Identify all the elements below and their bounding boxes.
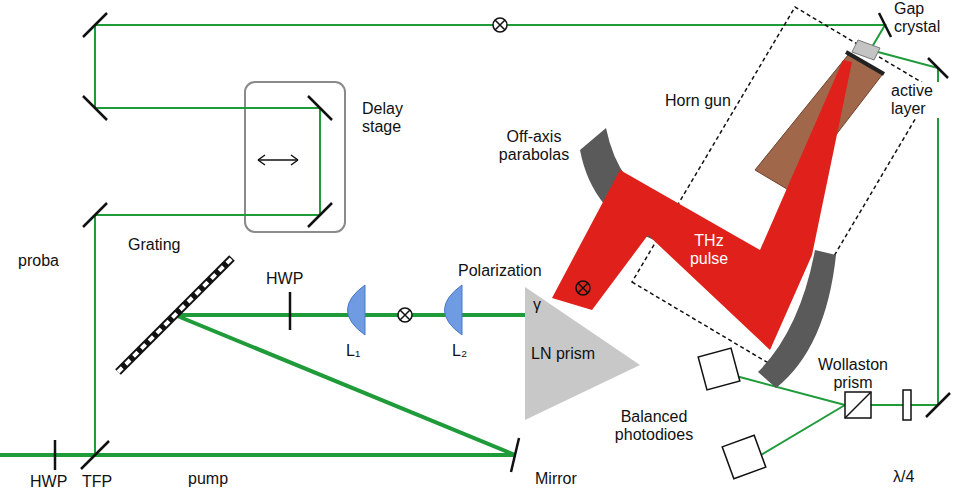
- thz-beam: [552, 60, 852, 350]
- part-label: active layer: [890, 82, 942, 118]
- part-label: L₂: [452, 342, 467, 360]
- part-label: THz pulse: [680, 232, 738, 268]
- node-label: LN prism: [531, 345, 595, 363]
- prism: LN prism: [525, 287, 640, 420]
- photodiode: [698, 348, 740, 390]
- part-label: Polarization: [458, 262, 542, 280]
- half-wave-plate: [289, 292, 292, 330]
- grating: [118, 258, 232, 372]
- part-label: λ/4: [893, 468, 914, 486]
- part-label: Off-axis parabolas: [493, 128, 575, 164]
- wollaston-prism: [845, 392, 871, 418]
- part-label: Gap crystal: [893, 0, 945, 36]
- gap-crystal: [852, 40, 880, 60]
- part-label: Horn gun: [665, 92, 731, 110]
- part-label: pump: [188, 470, 228, 488]
- part-label: γ: [533, 296, 541, 314]
- polarization-symbol: [576, 281, 590, 295]
- quarter-wave-plate: [903, 390, 911, 420]
- half-wave-plate: [54, 440, 57, 470]
- part-label: HWP: [266, 270, 303, 288]
- part-label: Balanced photodioes: [610, 408, 698, 444]
- delay-arrow: [258, 155, 298, 165]
- lens: [348, 285, 366, 335]
- lens: [445, 285, 463, 335]
- part-label: Wollaston prism: [812, 356, 894, 392]
- part-label: Delay stage: [362, 100, 422, 136]
- wollaston-prism: [845, 392, 871, 418]
- part-label: Grating: [128, 236, 180, 254]
- part-label: HWP: [30, 473, 67, 491]
- part-label: proba: [18, 252, 59, 270]
- part-label: Mirror: [535, 470, 577, 488]
- mirror: [81, 13, 950, 472]
- delay-stage-box: [245, 82, 345, 232]
- photodiode: [722, 435, 766, 479]
- part-label: TFP: [82, 473, 112, 491]
- probe-beam: [95, 25, 938, 455]
- pump-beam: [0, 315, 525, 455]
- part-label: L₁: [346, 342, 360, 360]
